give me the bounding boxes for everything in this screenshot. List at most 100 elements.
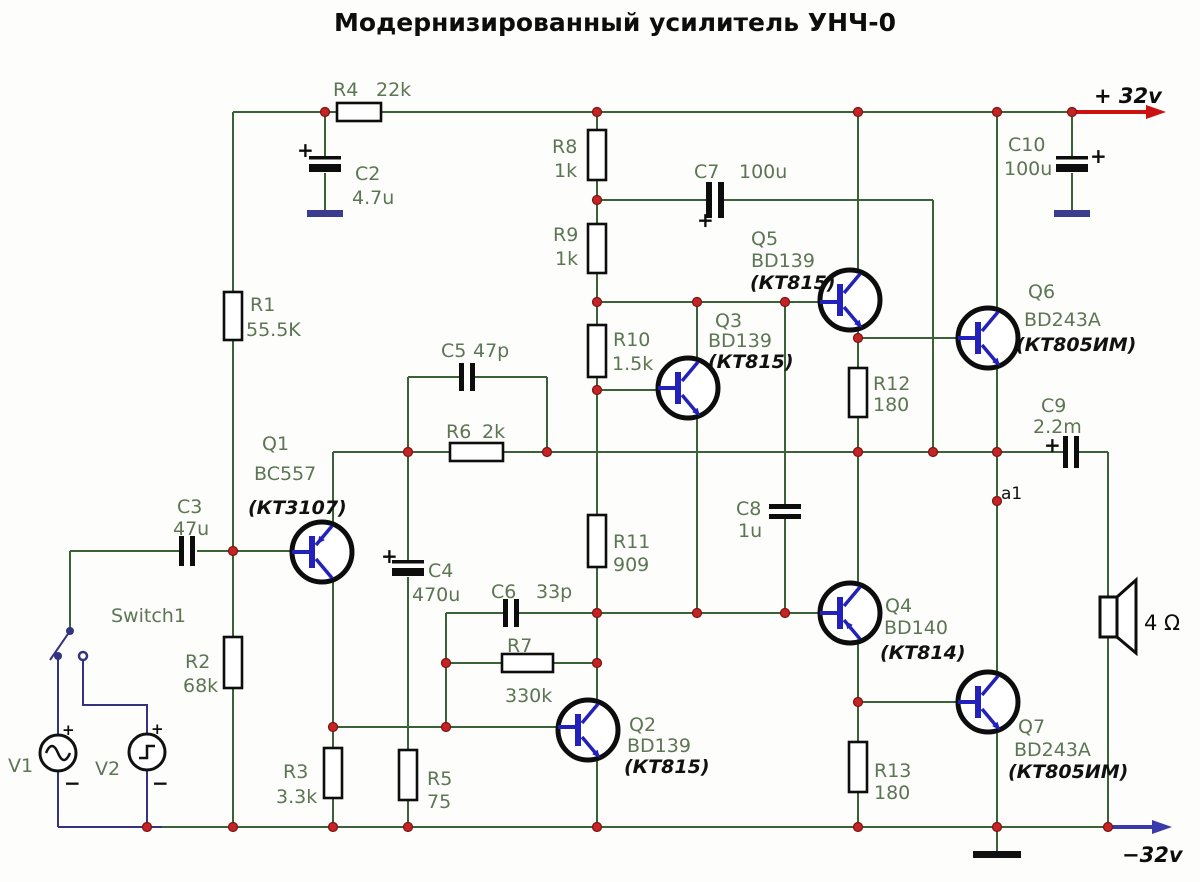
q6-collector [980, 310, 1000, 333]
q2-collector [580, 702, 600, 725]
junction-dot-a1 [991, 495, 1003, 507]
junction-dot [591, 194, 603, 206]
resistor-r2 [222, 635, 244, 690]
q4-part: BD140 [884, 617, 948, 639]
switch-pole-dot [66, 627, 74, 635]
cap-c7-plate-a [706, 182, 712, 218]
negative-rail-arrow [1108, 820, 1172, 834]
c3-value: 47u [173, 518, 209, 540]
transistor-q7 [955, 669, 1021, 735]
r8-ref: R8 [552, 136, 577, 158]
r12-ref: R12 [873, 373, 910, 395]
cap-c3-plate-b [190, 536, 195, 566]
q6-alt: (КТ805ИМ) [1016, 334, 1136, 356]
junction-dot [402, 821, 414, 833]
c8-value: 1u [738, 520, 762, 542]
cap-c10-plate-thick [1056, 164, 1088, 172]
resistor-r7 [500, 652, 555, 674]
junction-dot [141, 821, 153, 833]
input-switch [54, 627, 89, 662]
q4-collector [842, 585, 862, 608]
c9-plus: + [1044, 433, 1061, 457]
junction-dot [591, 106, 603, 118]
r13-value: 180 [874, 782, 910, 804]
transistor-q3 [655, 355, 721, 421]
junction-dot [779, 296, 791, 308]
cap-c3-plate-a [179, 536, 184, 566]
c4-plus: + [381, 544, 398, 568]
q1-base-bar [309, 536, 315, 568]
c2-plus: + [297, 138, 314, 162]
junction-dot [541, 446, 553, 458]
cap-c6-plate-a [503, 599, 508, 627]
q3-collector [680, 360, 700, 383]
q4-base-bar [837, 597, 843, 629]
r11-value: 909 [613, 554, 649, 576]
r2-value: 68k [183, 675, 218, 697]
resistor-r4 [335, 101, 383, 123]
junction-dot [852, 446, 864, 458]
transistor-q6 [955, 305, 1021, 371]
c9-value: 2.2m [1033, 416, 1082, 438]
q7-base-bar [975, 686, 981, 718]
speaker-body [1098, 595, 1119, 639]
cap-c8-plate-a [769, 504, 801, 509]
positive-rail-label: + 32v [1094, 84, 1163, 108]
q2-part: BD139 [627, 735, 691, 757]
resistor-r12 [847, 366, 869, 419]
junction-dot [440, 721, 452, 733]
switch-contact-left [54, 652, 62, 660]
junction-dot [852, 821, 864, 833]
c7-plus: + [697, 208, 714, 232]
junction-dot [852, 332, 864, 344]
r10-ref: R10 [613, 329, 650, 351]
resistor-r5 [397, 748, 419, 802]
c7-value: 100u [739, 161, 787, 183]
resistor-r11 [586, 513, 608, 569]
q6-arrow [992, 357, 1000, 366]
source-v2 [127, 732, 167, 772]
resistor-r6 [448, 441, 505, 463]
v1-plus: + [62, 721, 75, 739]
source-v1 [38, 733, 78, 773]
cap-c9-plate-a [1063, 436, 1068, 468]
negative-rail-label: −32v [1122, 843, 1184, 867]
cap-c2-plate-thin [309, 156, 341, 160]
q2-body [555, 697, 621, 763]
resistor-layer [222, 101, 869, 802]
q2-ref: Q2 [629, 714, 656, 736]
c9-ref: C9 [1041, 395, 1066, 417]
r2-ref: R2 [185, 651, 210, 673]
q5-part: BD139 [751, 250, 815, 272]
c5-value: 47p [473, 340, 509, 362]
junction-dot [691, 607, 703, 619]
q1-ref: Q1 [262, 433, 289, 455]
q6-part: BD243A [1024, 309, 1101, 331]
c10-plus: + [1090, 144, 1107, 168]
c4-value: 470u [412, 584, 460, 606]
cap-c8-plate-b [769, 514, 801, 519]
q7-ref: Q7 [1018, 716, 1045, 738]
resistor-r13 [847, 740, 869, 794]
r9-value: 1k [555, 248, 578, 270]
q2-arrow [592, 749, 600, 758]
cap-c7-plate-b [718, 182, 724, 218]
transistor-q5 [817, 267, 883, 333]
transistor-layer [289, 267, 1021, 763]
cap-c4-plate-thin [392, 560, 424, 564]
resistor-r3 [322, 746, 344, 800]
cap-c5-plate-b [470, 363, 475, 391]
q2-alt: (КТ815) [624, 756, 710, 778]
r6-value: 2k [482, 421, 505, 443]
q6-ref: Q6 [1028, 281, 1055, 303]
c10-ref: C10 [1008, 134, 1045, 156]
capacitor-layer [179, 156, 1088, 627]
r1-ref: R1 [250, 294, 275, 316]
r4-value: 22k [376, 79, 411, 101]
q5-ref: Q5 [751, 228, 778, 250]
junction-dot [591, 384, 603, 396]
positive-rail-arrow [1076, 105, 1166, 119]
r5-value: 75 [427, 791, 451, 813]
